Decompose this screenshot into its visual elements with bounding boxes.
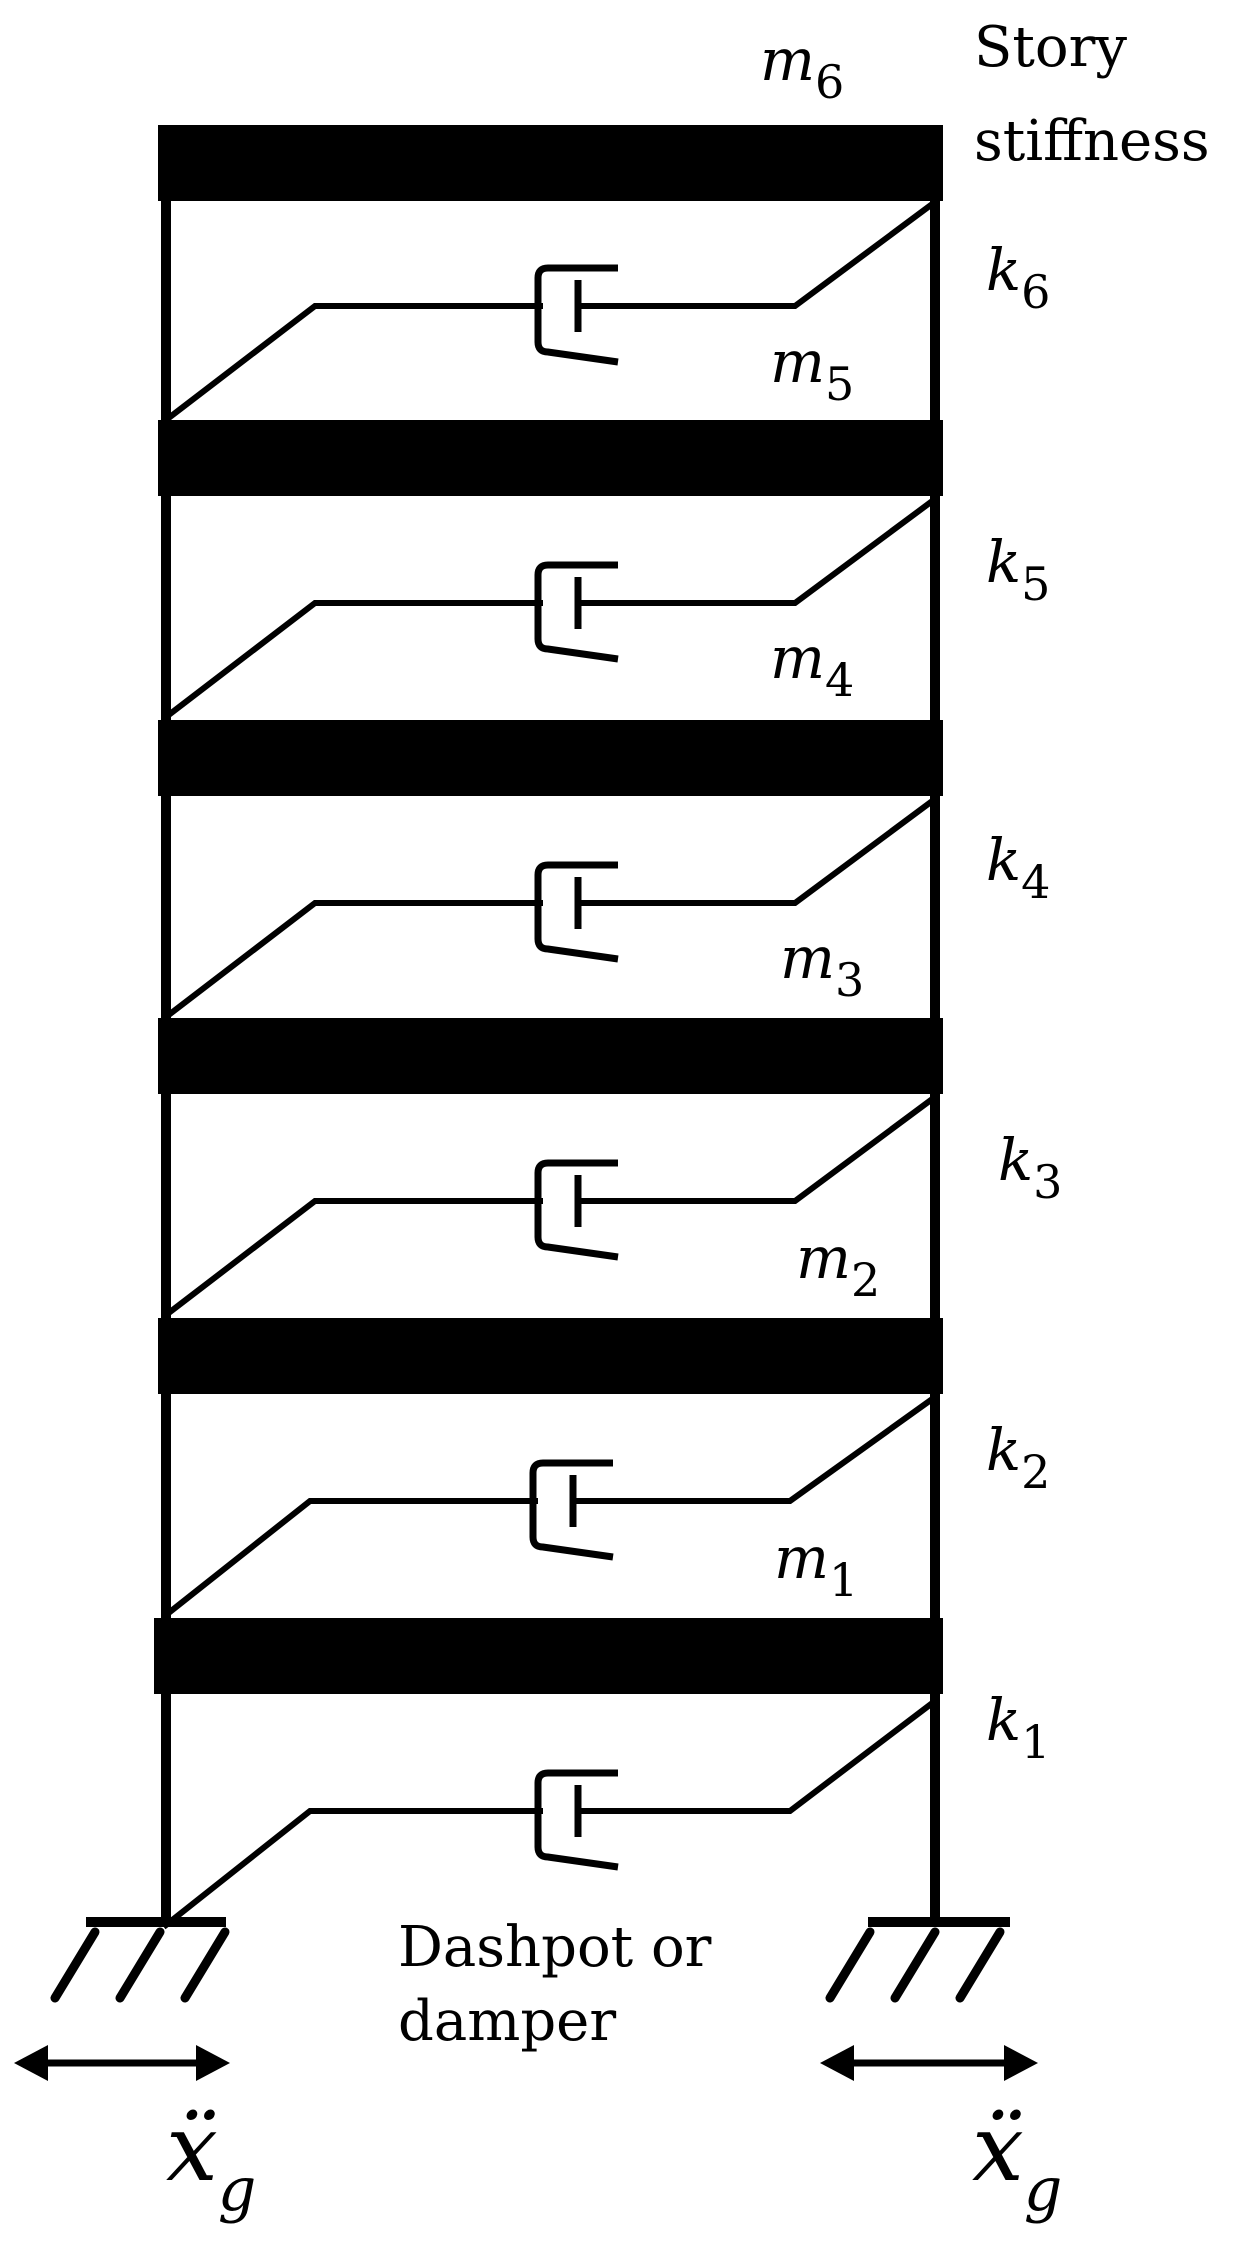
- stiffness-label-k1: k1: [986, 1686, 1050, 1769]
- left-ground-motion-arrow: [14, 2045, 230, 2081]
- story-stiffness-label-line1: Story: [974, 15, 1127, 80]
- damper-story-1: [161, 1696, 940, 1930]
- damper-story-6: [161, 197, 940, 425]
- damper-story-2: [161, 1392, 940, 1620]
- floor-slab-m5: [158, 420, 943, 496]
- damper-story-4: [161, 794, 940, 1022]
- right-ground-motion-arrow: [820, 2045, 1038, 2081]
- damper-story-5: [161, 494, 940, 722]
- floor-slab-m4: [158, 720, 943, 796]
- dashpot-label-line1: Dashpot or: [398, 1915, 712, 1980]
- right-fixed-support: [825, 1917, 1010, 2003]
- mass-label-m6: m6: [760, 26, 844, 109]
- stiffness-label-k5: k5: [986, 528, 1050, 611]
- stiffness-label-k6: k6: [986, 236, 1050, 319]
- floor-slab-m6: [158, 125, 943, 201]
- dashpot-label-line2: damper: [398, 1989, 616, 2054]
- floor-slab-m1: [154, 1618, 943, 1694]
- story-stiffness-label-line2: stiffness: [974, 109, 1210, 174]
- damper-story-3: [161, 1092, 940, 1320]
- stiffness-label-k4: k4: [986, 826, 1050, 909]
- floor-slab-m3: [158, 1018, 943, 1094]
- floor-slab-m2: [158, 1318, 943, 1394]
- left-fixed-support: [50, 1917, 230, 2003]
- mass-label-m4: m4: [770, 624, 854, 707]
- stiffness-label-k2: k2: [986, 1416, 1050, 1499]
- mass-label-m1: m1: [774, 1524, 858, 1607]
- mass-label-m3: m3: [780, 924, 864, 1007]
- ground-acceleration-label-left: ẍg: [166, 2095, 256, 2225]
- mass-label-m2: m2: [796, 1224, 880, 1307]
- mass-label-m5: m5: [770, 328, 854, 411]
- stiffness-label-k3: k3: [998, 1126, 1062, 1209]
- ground-acceleration-label-right: ẍg: [972, 2095, 1062, 2225]
